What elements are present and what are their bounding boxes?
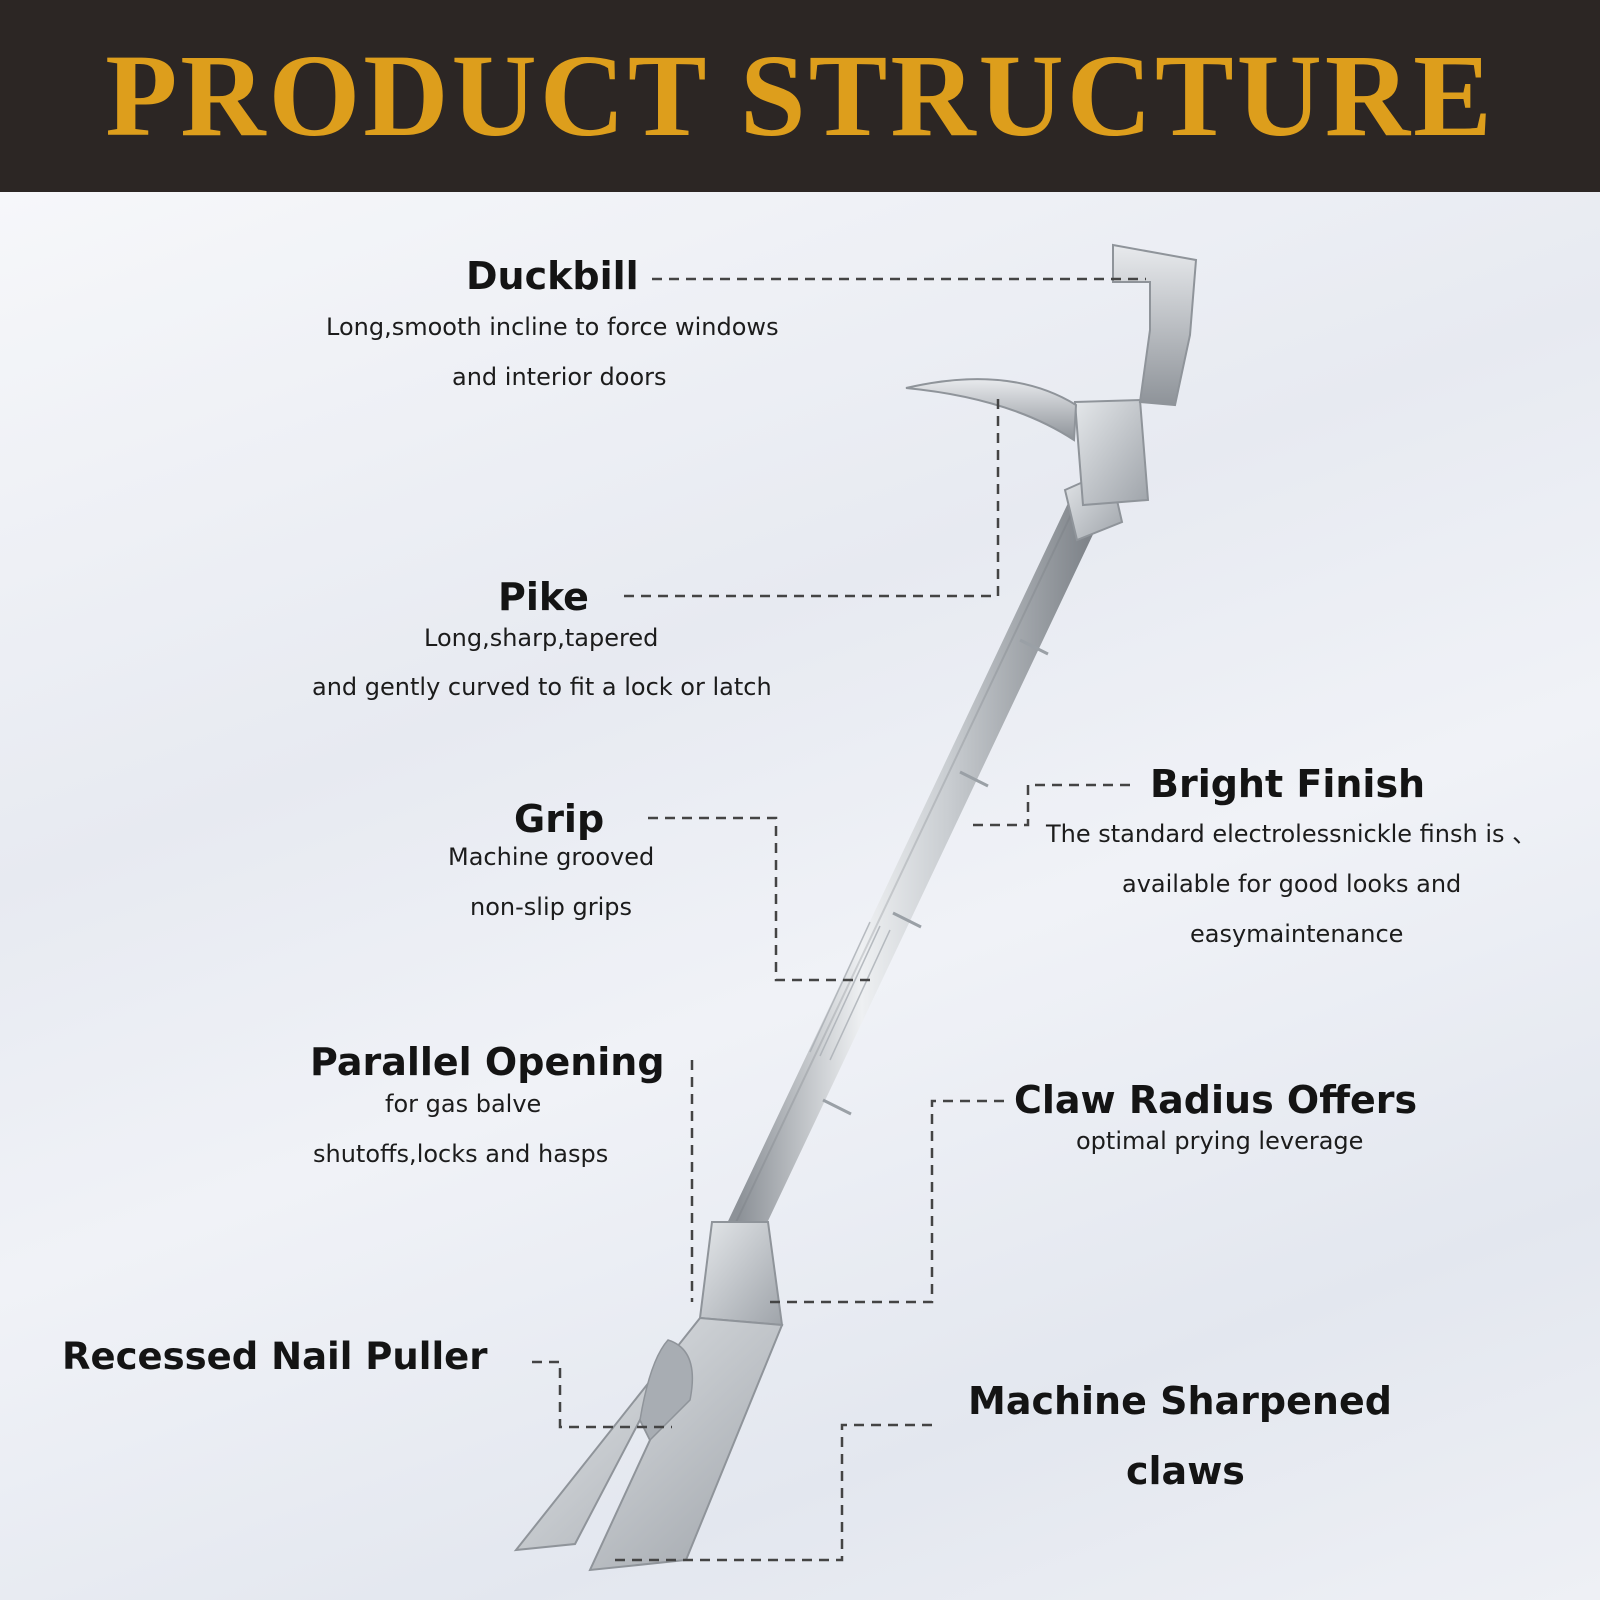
label-pike: Pike: [498, 575, 589, 619]
knurled-grip: [809, 921, 891, 1061]
tool-diagram: [513, 243, 1198, 1572]
desc-grip-1: Machine grooved: [448, 843, 655, 871]
shaft: [722, 487, 1105, 1256]
leader-pike: [624, 394, 1000, 598]
claw-fork: [513, 1316, 784, 1572]
label-recessed-nail-puller: Recessed Nail Puller: [62, 1335, 488, 1378]
label-parallel-opening: Parallel Opening: [310, 1040, 665, 1084]
label-grip: Grip: [514, 797, 605, 841]
leader-nail-puller: [532, 1360, 672, 1429]
desc-bright-3: easymaintenance: [1190, 920, 1404, 948]
nail-slot: [639, 1339, 694, 1442]
label-claw-radius-offers: Claw Radius Offers: [1014, 1078, 1418, 1122]
desc-duckbill-1: Long,smooth incline to force windows: [326, 313, 779, 341]
shaft-highlight: [729, 501, 1078, 1236]
desc-grip-2: non-slip grips: [470, 893, 632, 921]
desc-bright-1: The standard electrolessnickle finsh is …: [1046, 820, 1537, 848]
title-banner: PRODUCT STRUCTURE: [0, 0, 1600, 192]
duckbill-blade: [1112, 243, 1198, 407]
leader-lines: [532, 277, 1146, 1562]
lower-block: [698, 1221, 784, 1327]
desc-parallel-1: for gas balve: [385, 1090, 542, 1118]
leader-bright-finish: [970, 783, 1130, 827]
leader-sharpened-claws: [614, 1423, 932, 1562]
desc-parallel-2: shutoffs,locks and hasps: [313, 1140, 609, 1168]
diagram-stage: Duckbill Long,smooth incline to force wi…: [0, 192, 1600, 1600]
desc-bright-2: available for good looks and: [1122, 870, 1462, 898]
label-machine-sharpened: Machine Sharpened: [968, 1379, 1392, 1423]
pike-blade: [905, 378, 1078, 442]
label-duckbill: Duckbill: [466, 254, 639, 298]
desc-claw-radius-1: optimal prying leverage: [1076, 1127, 1364, 1155]
leader-grip: [648, 816, 872, 982]
head-block: [1073, 398, 1150, 507]
desc-duckbill-2: and interior doors: [452, 363, 667, 391]
leader-claw-radius: [764, 1099, 1004, 1304]
banner-title: PRODUCT STRUCTURE: [105, 30, 1495, 161]
desc-pike-2: and gently curved to fit a lock or latch: [312, 673, 772, 701]
label-bright-finish: Bright Finish: [1150, 762, 1426, 806]
label-machine-sharpened-claws: claws: [1126, 1449, 1245, 1493]
grip-bands: [822, 638, 1049, 1116]
desc-pike-1: Long,sharp,tapered: [424, 624, 659, 652]
